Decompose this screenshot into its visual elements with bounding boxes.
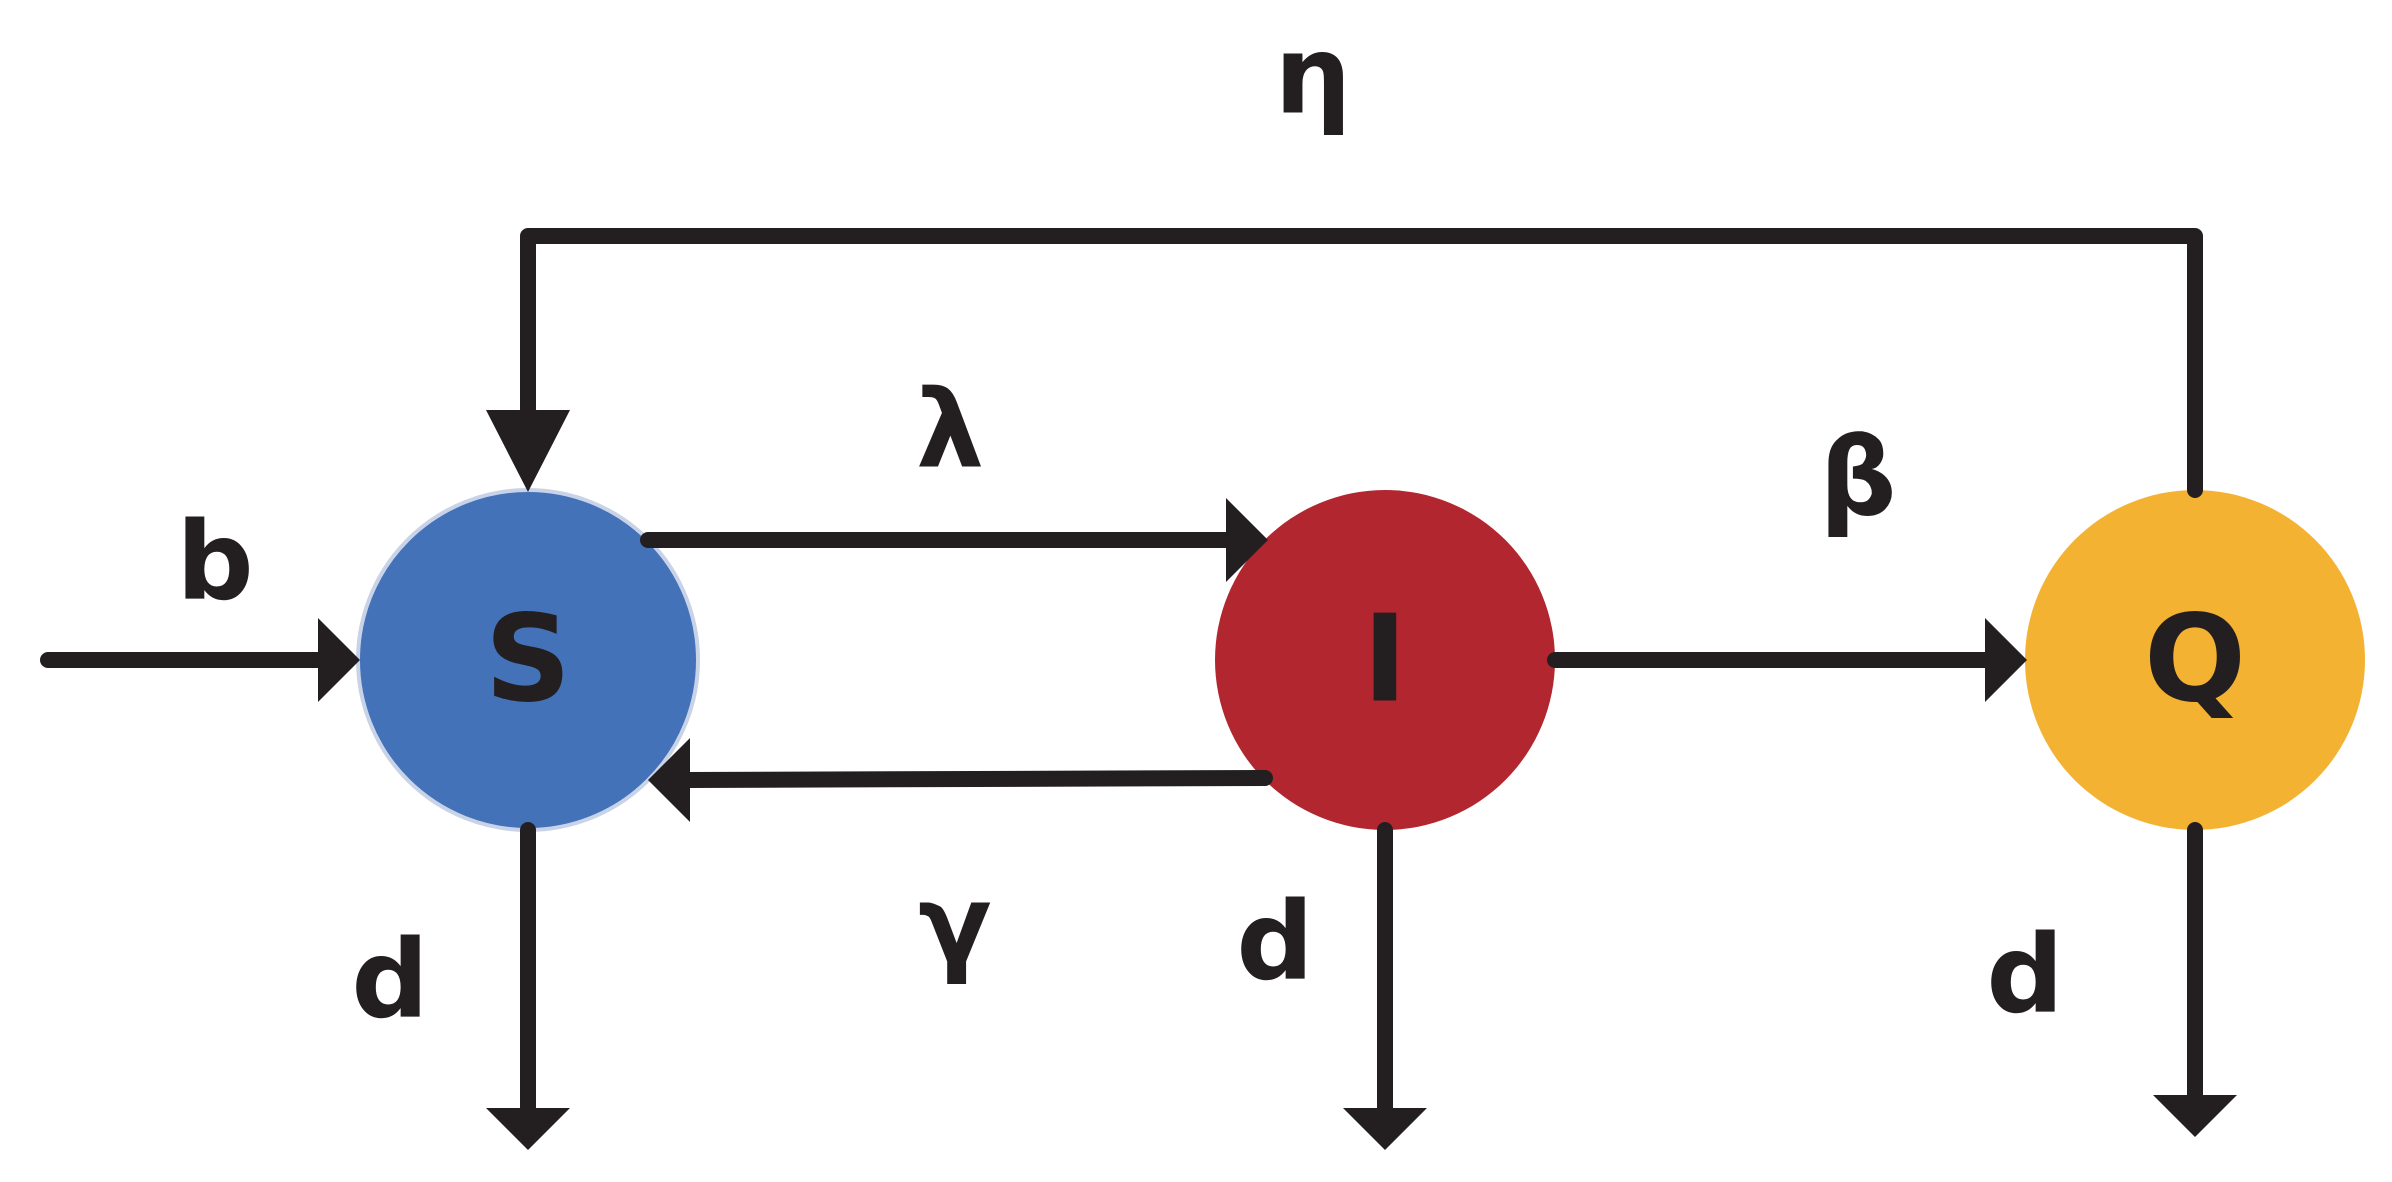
rate-death-s-label: d — [351, 918, 428, 1043]
rate-recovery-label: γ — [918, 863, 992, 988]
node-q-circle — [2025, 490, 2365, 830]
death-q-arrowhead — [2153, 1095, 2237, 1137]
rate-infection-label: λ — [916, 368, 984, 493]
release-arrow-line — [520, 228, 2203, 498]
node-i-circle — [1215, 490, 1555, 830]
rate-birth-label: b — [176, 500, 253, 625]
rate-release-label: η — [1275, 14, 1352, 139]
release-arrowhead — [486, 410, 570, 492]
death-s-arrowhead — [486, 1108, 570, 1150]
quarantine-arrowhead — [1985, 618, 2027, 702]
rate-death-q-label: d — [1986, 913, 2063, 1038]
birth-arrowhead — [318, 618, 360, 702]
death-i-arrowhead — [1343, 1108, 1427, 1150]
rate-death-i-label: d — [1236, 880, 1313, 1005]
node-i-label: I — [1363, 591, 1408, 730]
recovery-arrow-line — [680, 770, 1273, 788]
infection-arrowhead — [1226, 498, 1268, 582]
recovery-arrowhead — [648, 738, 690, 822]
rate-quarantine-label: β — [1819, 416, 1896, 541]
node-s-label: S — [485, 591, 571, 730]
node-q-label: Q — [2144, 591, 2246, 730]
